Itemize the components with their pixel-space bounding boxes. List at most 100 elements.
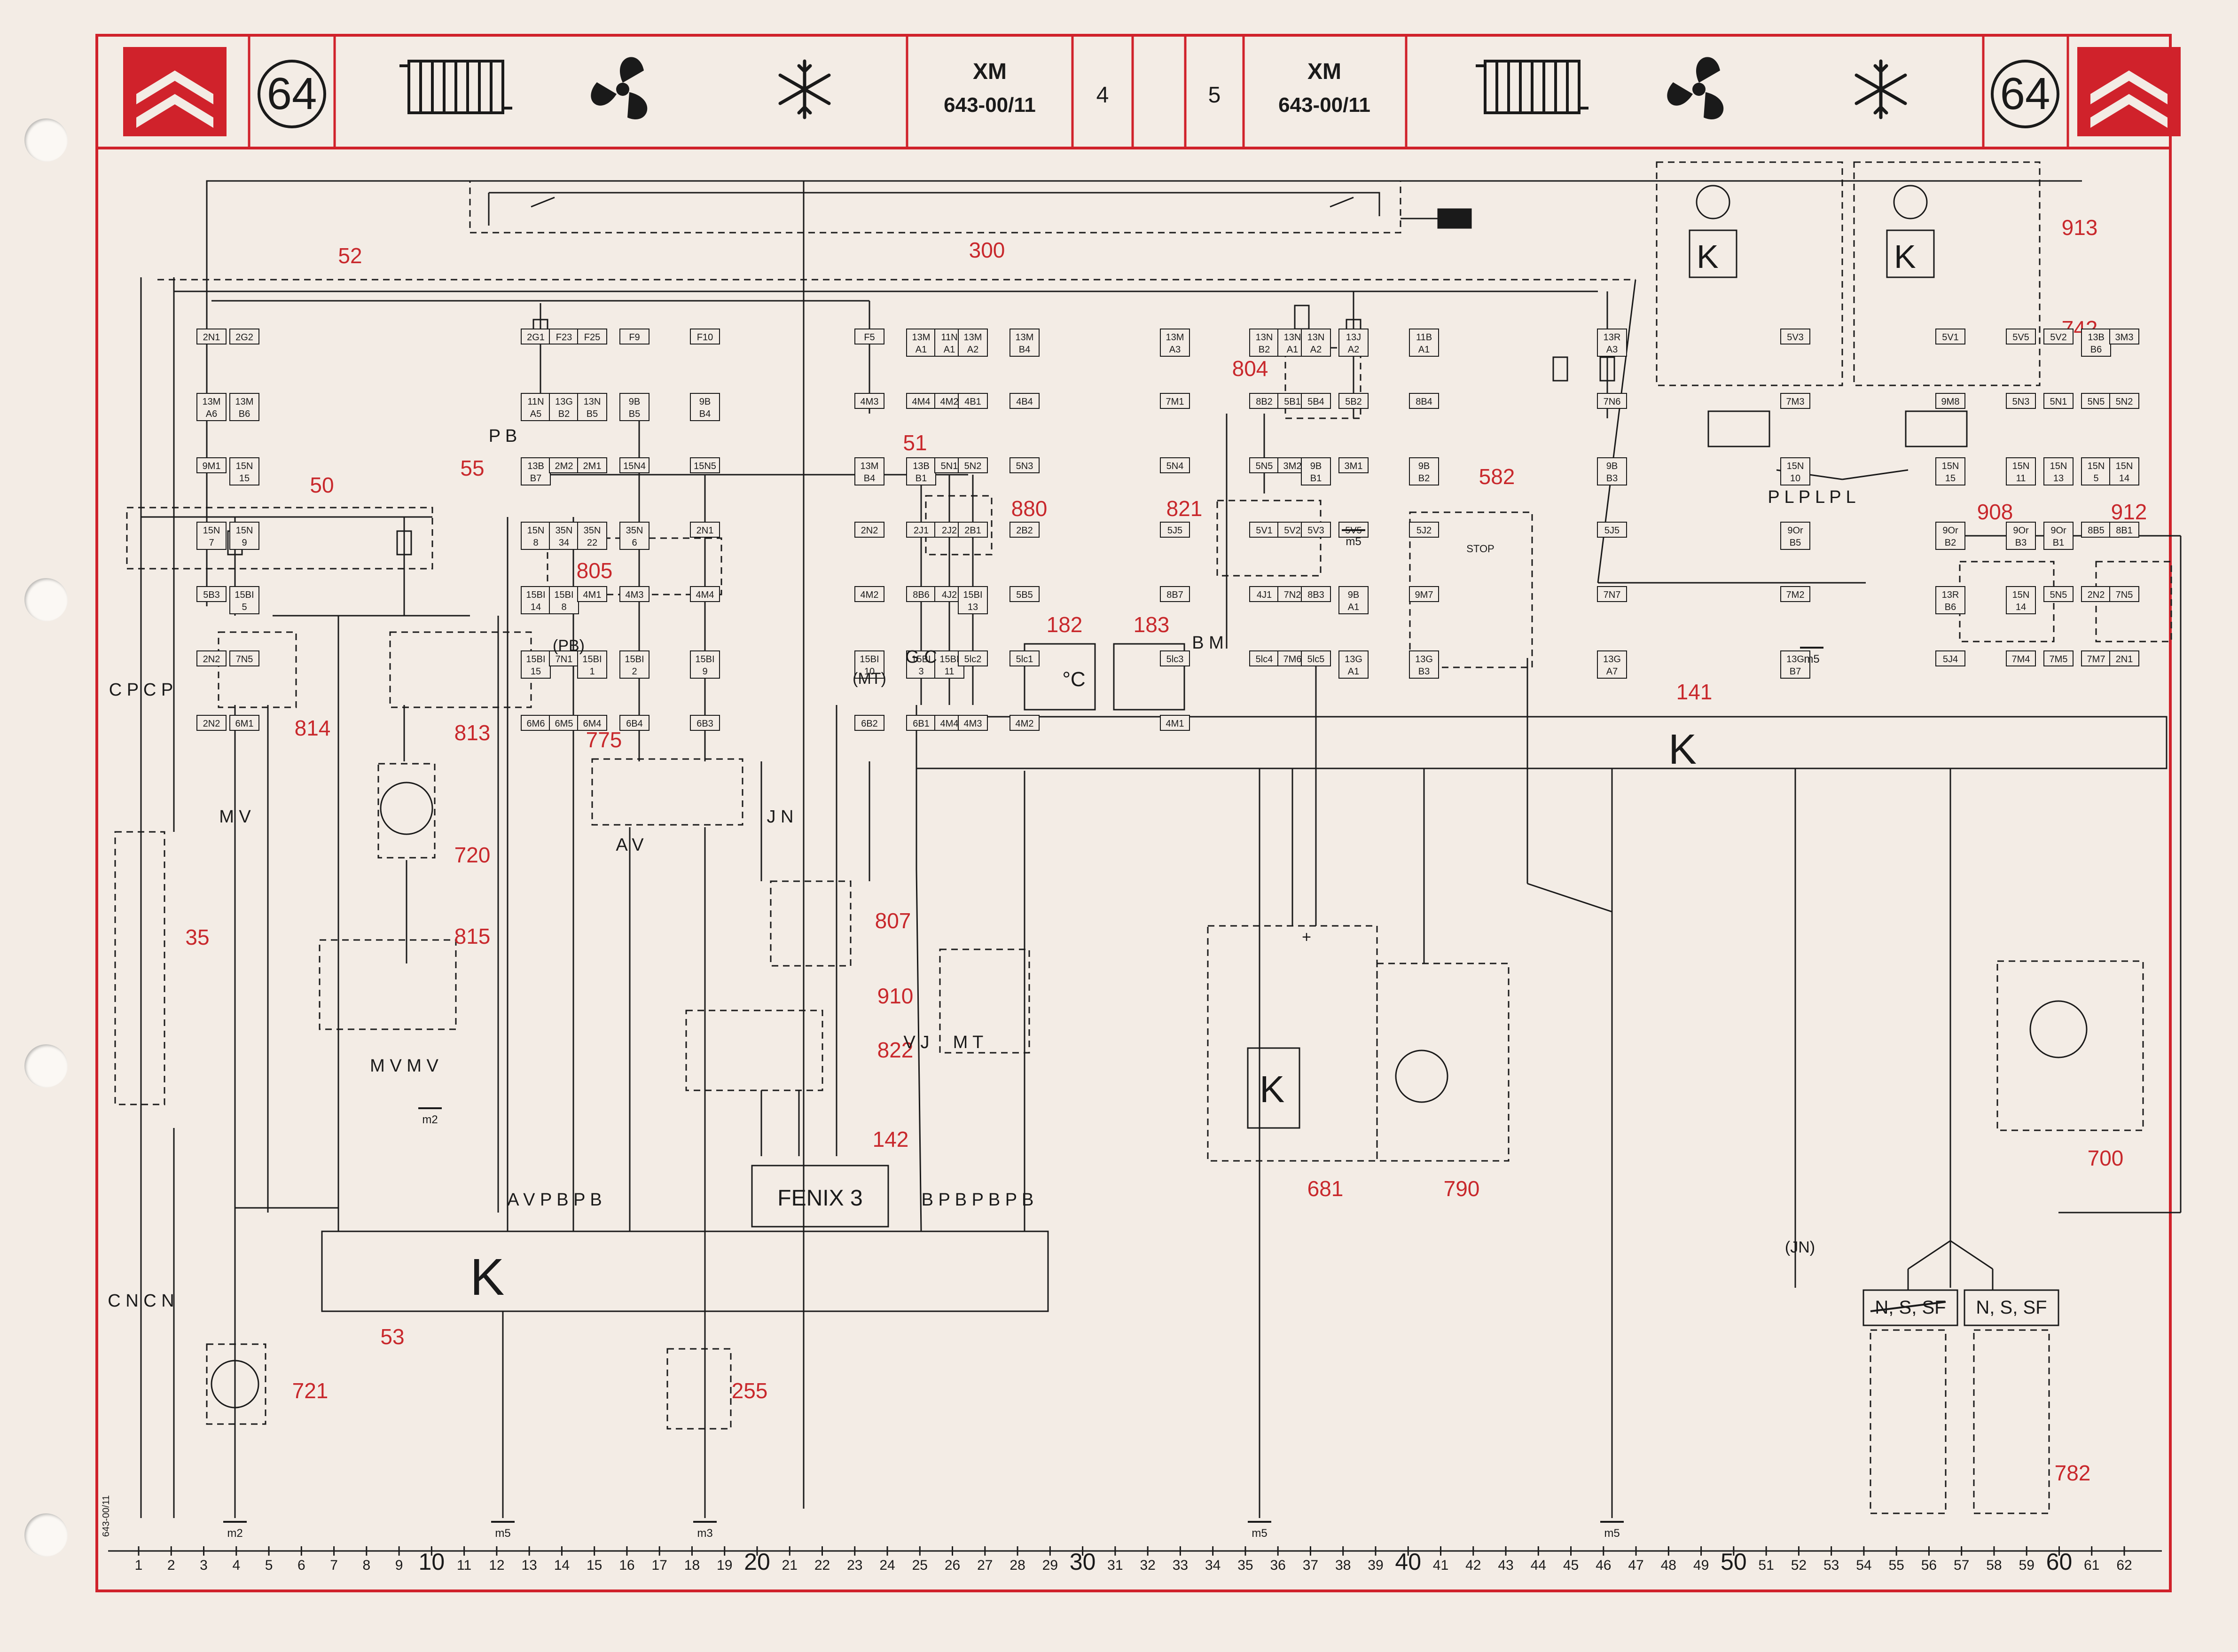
page-number-circle [258, 60, 326, 128]
connector-block: 5B2 [1338, 393, 1369, 409]
connector-label: 15BI [963, 590, 982, 600]
connector-label: 5N1 [2050, 397, 2067, 407]
scale-label: 59 [2019, 1558, 2035, 1573]
connector-label: 4M3 [626, 590, 644, 600]
connector-label: 6B2 [861, 719, 878, 729]
connector-block: 5N1 [2043, 393, 2074, 409]
connector-block: 9M1 [196, 457, 227, 473]
connector-label: 13M [203, 397, 221, 407]
connector-label: B1 [2053, 538, 2064, 548]
wire-colour-code: M T [953, 1033, 984, 1052]
scale-label: 21 [782, 1558, 798, 1573]
sheet-left: 4 [1096, 83, 1109, 108]
connector-label: 13N [1307, 332, 1325, 343]
connector-label: 5V3 [1787, 332, 1804, 343]
connector-label: 15N [203, 525, 220, 536]
snowflake-icon [1855, 59, 1907, 119]
connector-label: 7N5 [236, 654, 253, 665]
connector-label: 3M1 [1345, 461, 1363, 471]
connector-block: F23 [549, 329, 579, 344]
connector-label: 5V2 [2050, 332, 2067, 343]
module-k-symbol: K [470, 1248, 504, 1306]
connector-label: A5 [530, 409, 541, 419]
radiator-icon [399, 60, 512, 114]
component-label: 912 [2111, 500, 2147, 524]
scale-label: 36 [1270, 1558, 1285, 1573]
connector-block: 5V2 [2043, 329, 2074, 344]
connector-label: 2N2 [203, 719, 220, 729]
ground-label: m5 [1604, 1527, 1620, 1540]
connector-label: A3 [1606, 344, 1618, 355]
connector-label: 5N4 [1166, 461, 1184, 471]
frame-border [95, 34, 2172, 1592]
stop-lamp-label: STOP [1466, 543, 1495, 555]
connector-label: 6B4 [626, 719, 643, 729]
connector-label: 13G [555, 397, 573, 407]
connector-label: B4 [864, 473, 875, 484]
component-label: 821 [1166, 496, 1203, 521]
connector-label: 9 [702, 666, 707, 677]
connector-label: A1 [916, 344, 927, 355]
connector-label: B3 [1606, 473, 1618, 484]
connector-block: 5lc3 [1160, 650, 1190, 666]
component-label: 813 [454, 720, 491, 745]
connector-block: 5V3 [1780, 329, 1810, 344]
connector-label: 13 [968, 602, 978, 612]
header: 64 64 [97, 35, 2181, 149]
component-label: 910 [877, 984, 914, 1008]
component-label: 782 [2055, 1461, 2091, 1485]
model-left: XM [973, 59, 1007, 84]
component-label: 300 [969, 238, 1005, 262]
connector-block: 8B7 [1160, 586, 1190, 602]
scale-label: 6 [297, 1558, 305, 1573]
scale-label: 20 [744, 1549, 770, 1575]
connector-label: 4M4 [940, 719, 959, 729]
binder-hole [24, 1044, 68, 1088]
scale-label: 10 [419, 1549, 445, 1575]
wire-colour-code: A V [616, 835, 644, 855]
connector-label: B7 [530, 473, 541, 484]
scale-label: 58 [1986, 1558, 2002, 1573]
connector-block: 7N6 [1597, 393, 1627, 409]
connector-label: 5B5 [1016, 590, 1033, 600]
component-label: 255 [732, 1378, 768, 1403]
connector-label: 10 [1790, 473, 1800, 484]
connector-label: B6 [2090, 344, 2102, 355]
connector-label: 15BI [939, 654, 959, 665]
scale-label: 41 [1433, 1558, 1448, 1573]
connector-label: 7M6 [1283, 654, 1302, 665]
connector-label: 5N2 [2116, 397, 2133, 407]
connector-label: 4M1 [1166, 719, 1184, 729]
connector-block: 4M4 [906, 393, 936, 409]
module-k-symbol: K [1260, 1068, 1284, 1110]
connector-label: B3 [2015, 538, 2027, 548]
connector-label: A7 [1606, 666, 1618, 677]
connector-label: 15BI [582, 654, 602, 665]
connector-block: 15N4 [619, 457, 649, 473]
connector-block: 8B2 [1249, 393, 1279, 409]
scale-label: 16 [619, 1558, 634, 1573]
connector-block: 6M1 [229, 715, 259, 731]
connector-block: 7N7 [1597, 586, 1627, 602]
scale-label: 30 [1070, 1549, 1096, 1575]
connector-label: 35N [626, 525, 643, 536]
connector-block: 8B6 [906, 586, 936, 602]
connector-label: 7M5 [2050, 654, 2068, 665]
connector-label: 8 [533, 538, 538, 548]
connector-block: 5lc1 [1009, 650, 1040, 666]
